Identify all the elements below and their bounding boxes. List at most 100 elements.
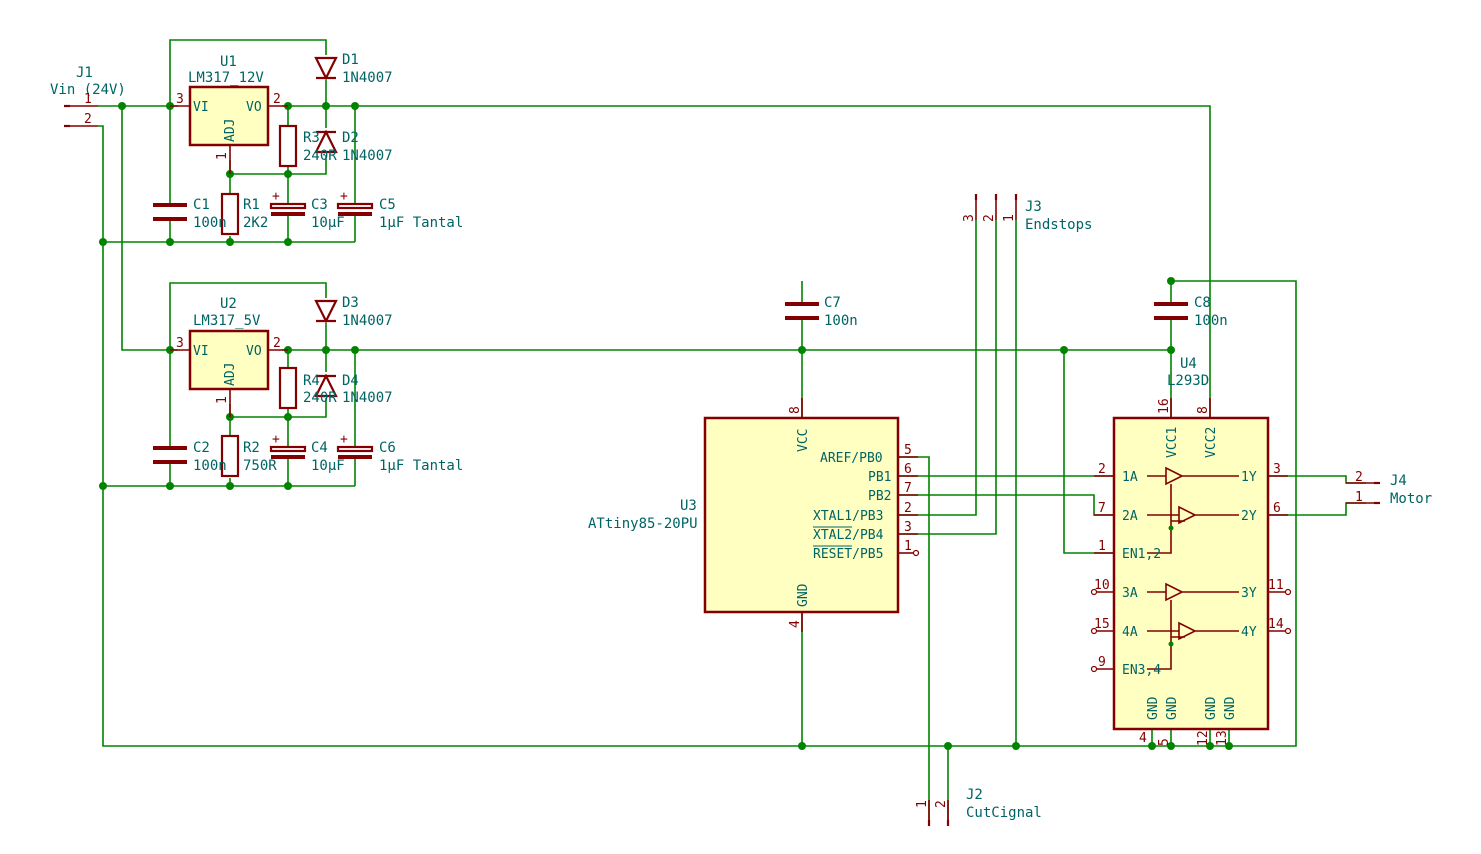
c7-value: 100n bbox=[824, 313, 858, 329]
u4-pin-name: 4A bbox=[1122, 625, 1138, 640]
u4-pin-row[interactable]: EN1,2 1 bbox=[1094, 539, 1161, 562]
u4-pin-row[interactable]: 1Y 3 bbox=[1241, 462, 1288, 485]
u1-vi: VI bbox=[193, 100, 209, 115]
c1-ref: C1 bbox=[193, 197, 210, 213]
driver-u4[interactable]: 16 8 VCC1 VCC2 U4 L293D 1A 2 2A 7 EN1,2 … bbox=[1090, 356, 1292, 746]
u4-gnd-pin[interactable]: GND 13 bbox=[1215, 696, 1238, 746]
u4-gnd-label: GND bbox=[1223, 696, 1238, 720]
diode-d1[interactable]: D1 1N4007 bbox=[314, 52, 393, 86]
junction bbox=[1225, 742, 1233, 750]
diode-d3[interactable]: D3 1N4007 bbox=[314, 295, 393, 329]
u4-pin-row[interactable]: 1A 2 bbox=[1094, 462, 1138, 485]
j1-ref: J1 bbox=[76, 65, 93, 81]
u3-pin-row[interactable]: PB1 6 bbox=[868, 462, 918, 485]
u3-ref: U3 bbox=[680, 498, 697, 514]
u4-pin-name: 1A bbox=[1122, 470, 1138, 485]
resistor-r2[interactable]: R2 750R bbox=[220, 434, 277, 478]
u4-pin-row[interactable]: 4A 15 bbox=[1090, 617, 1138, 640]
u3-value: ATtiny85-20PU bbox=[588, 516, 698, 532]
u4-pin-name: EN3,4 bbox=[1122, 663, 1161, 678]
u4-gnd-label: GND bbox=[1165, 696, 1180, 720]
u4-gnd-pin[interactable]: GND 12 bbox=[1196, 696, 1219, 746]
mcu-u3[interactable]: 8 4 VCC GND U3 ATtiny85-20PU AREF/PB0 5 … bbox=[588, 398, 920, 632]
diode-d4[interactable]: D4 1N4007 bbox=[314, 373, 393, 406]
u4-pin-row[interactable]: EN3,4 9 bbox=[1090, 655, 1162, 678]
r1-ref: R1 bbox=[243, 197, 260, 213]
d4-value: 1N4007 bbox=[342, 390, 393, 406]
capacitor-c2[interactable]: C2 100n bbox=[153, 440, 227, 474]
j4-pin2: 2 bbox=[1355, 470, 1363, 485]
j2-pin1: 1 bbox=[915, 800, 930, 808]
connector-j4[interactable]: 2 1 J4 Motor bbox=[1346, 470, 1432, 507]
u4-pin16: 16 bbox=[1157, 398, 1172, 414]
u4-gnd-num: 13 bbox=[1215, 730, 1230, 746]
u3-vcc: VCC bbox=[796, 429, 811, 452]
u4-pin-row[interactable]: 2A 7 bbox=[1094, 501, 1138, 524]
c5-ref: C5 bbox=[379, 197, 396, 213]
junction bbox=[1060, 346, 1068, 354]
junction bbox=[226, 238, 234, 246]
c4-value: 10µF bbox=[311, 458, 345, 474]
u4-pin-row[interactable]: 3A 10 bbox=[1090, 578, 1138, 601]
u4-pin-num: 6 bbox=[1273, 501, 1281, 516]
u4-ref: U4 bbox=[1180, 356, 1197, 372]
c2-ref: C2 bbox=[193, 440, 210, 456]
junction bbox=[1167, 277, 1175, 285]
junction bbox=[798, 742, 806, 750]
connector-j1[interactable]: J1 Vin (24V) 1 2 bbox=[50, 65, 126, 128]
connector-j2[interactable]: 1 2 J2 CutCignal bbox=[915, 787, 1042, 826]
j1-value: Vin (24V) bbox=[50, 82, 126, 98]
r2-ref: R2 bbox=[243, 440, 260, 456]
connector-j3[interactable]: 3 2 1 J3 Endstops bbox=[962, 194, 1092, 233]
resistor-r3[interactable]: R3 240R bbox=[278, 124, 337, 168]
u4-pin-name: 2Y bbox=[1241, 509, 1257, 524]
capacitor-c1[interactable]: C1 100n bbox=[153, 197, 227, 231]
d3-value: 1N4007 bbox=[342, 313, 393, 329]
u3-pin-num: 6 bbox=[904, 462, 912, 477]
u3-pin-row[interactable]: XTAL2/PB4 3 bbox=[813, 520, 918, 543]
u3-pin-name: PB1 bbox=[868, 470, 891, 485]
junction bbox=[99, 482, 107, 490]
j4-ref: J4 bbox=[1390, 473, 1407, 489]
capacitor-c6[interactable]: + C6 1µF Tantal bbox=[336, 432, 463, 474]
u3-pin-row[interactable]: AREF/PB0 5 bbox=[820, 443, 918, 466]
capacitor-c3[interactable]: + C3 10µF bbox=[269, 189, 345, 231]
capacitor-c5[interactable]: + C5 1µF Tantal bbox=[336, 189, 463, 231]
junction bbox=[284, 413, 292, 421]
u3-pin-row[interactable]: XTAL1/PB3 2 bbox=[813, 501, 918, 524]
capacitor-c8[interactable]: C8 100n bbox=[1154, 295, 1228, 329]
u2-vo: VO bbox=[246, 344, 262, 359]
junction bbox=[1167, 346, 1175, 354]
j3-pin1: 1 bbox=[1002, 214, 1017, 222]
u3-pin-row[interactable]: PB2 7 bbox=[868, 481, 918, 504]
u3-pin-name: RESET/PB5 bbox=[813, 547, 883, 562]
u4-gnd-pin[interactable]: GND 5 bbox=[1157, 696, 1180, 746]
u4-pin-name: 2A bbox=[1122, 509, 1138, 524]
regulator-u2[interactable]: U2 LM317_5V VI VO ADJ 3 2 1 bbox=[170, 296, 288, 417]
u2-pin3: 3 bbox=[176, 336, 184, 351]
u4-pin-row[interactable]: 2Y 6 bbox=[1241, 501, 1288, 524]
c2-value: 100n bbox=[193, 458, 227, 474]
regulator-u1[interactable]: U1 LM317_12V VI VO ADJ 3 2 1 bbox=[170, 54, 288, 174]
u4-pin-name: 4Y bbox=[1241, 625, 1257, 640]
u4-gnd-pin[interactable]: GND 4 bbox=[1139, 696, 1161, 746]
u4-vcc1: VCC1 bbox=[1165, 427, 1180, 458]
capacitor-c4[interactable]: + C4 10µF bbox=[269, 432, 345, 474]
u4-pin-row[interactable]: 4Y 14 bbox=[1241, 617, 1292, 640]
u1-ref: U1 bbox=[220, 54, 237, 70]
r3-value: 240R bbox=[303, 148, 337, 164]
capacitor-c7[interactable]: C7 100n bbox=[785, 295, 858, 329]
u4-pin-num: 14 bbox=[1268, 617, 1284, 632]
c6-plus: + bbox=[340, 432, 348, 447]
u4-pin-row[interactable]: 3Y 11 bbox=[1241, 578, 1292, 601]
c3-ref: C3 bbox=[311, 197, 328, 213]
resistor-r1[interactable]: R1 2K2 bbox=[220, 192, 268, 236]
d2-value: 1N4007 bbox=[342, 148, 393, 164]
junction bbox=[284, 482, 292, 490]
u4-pin-num: 7 bbox=[1098, 501, 1106, 516]
diode-d2[interactable]: D2 1N4007 bbox=[314, 129, 393, 164]
u3-pin-row[interactable]: RESET/PB5 1 bbox=[813, 539, 920, 562]
u3-pin-num: 7 bbox=[904, 481, 912, 496]
resistor-r4[interactable]: R4 240R bbox=[278, 366, 337, 410]
